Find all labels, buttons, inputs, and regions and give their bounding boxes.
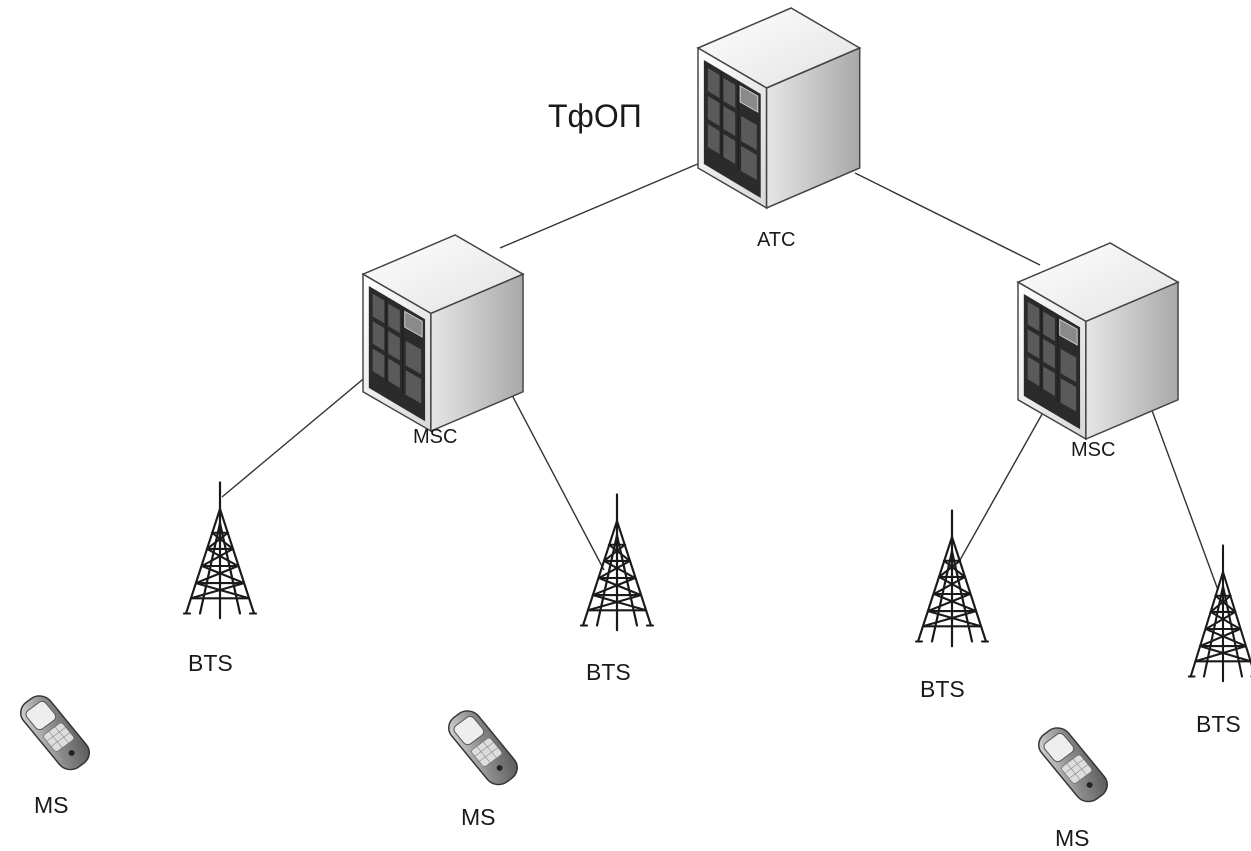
switch-label-right: MSC	[1071, 439, 1115, 461]
mobile-station-1: MS	[14, 689, 96, 818]
base-station-label-3: BTS	[920, 676, 965, 702]
link-atc-msc-left	[499, 162, 701, 249]
mobile-station-2: MS	[442, 704, 524, 830]
exchange-node: АТС	[697, 7, 861, 251]
switch-label-left: MSC	[413, 426, 457, 448]
server-cube-icon	[1017, 242, 1179, 440]
mobile-phone-icon	[14, 689, 96, 776]
server-cube-icon	[697, 7, 861, 209]
mobile-station-3: MS	[1032, 721, 1114, 851]
mobile-station-label-1: MS	[34, 792, 69, 818]
mobile-station-label-2: MS	[461, 804, 496, 830]
link-msc-left-bts-1	[221, 374, 369, 498]
link-atc-msc-right	[854, 172, 1041, 266]
mobile-phone-icon	[442, 704, 524, 791]
link-msc-right-bts-4	[1149, 404, 1219, 591]
base-station-label-4: BTS	[1196, 711, 1241, 737]
base-station-label-1: BTS	[188, 650, 233, 676]
base-station-label-2: BTS	[586, 659, 631, 685]
radio-tower-icon	[579, 493, 655, 632]
connections	[221, 162, 1219, 591]
base-station-1: BTS	[182, 481, 258, 676]
exchange-label: АТС	[757, 229, 795, 251]
base-station-3: BTS	[914, 509, 990, 702]
server-cube-icon	[362, 234, 524, 432]
network-label: ТфОП	[548, 98, 642, 134]
switch-node-left: MSC	[362, 234, 524, 448]
radio-tower-icon	[1187, 544, 1251, 683]
base-station-4: BTS	[1187, 544, 1251, 737]
mobile-phone-icon	[1032, 721, 1114, 808]
base-station-2: BTS	[579, 493, 655, 685]
link-msc-right-bts-3	[959, 399, 1051, 561]
link-msc-left-bts-2	[502, 377, 605, 571]
radio-tower-icon	[182, 481, 258, 620]
mobile-station-label-3: MS	[1055, 825, 1090, 851]
switch-node-right: MSC	[1017, 242, 1179, 461]
